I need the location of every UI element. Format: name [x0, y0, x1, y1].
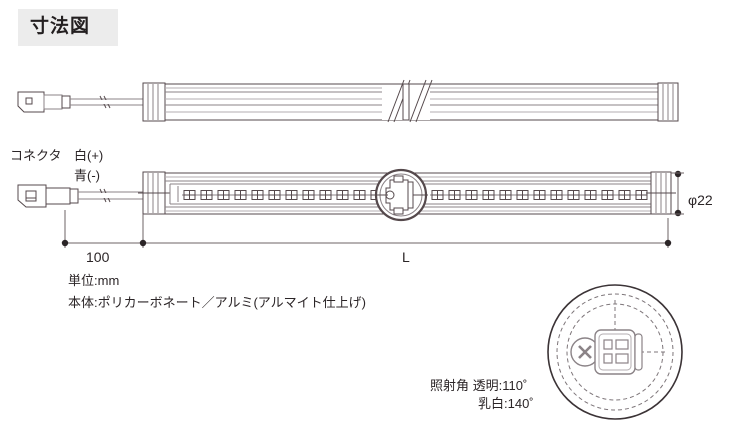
cable-break-symbol-bottom [99, 188, 111, 203]
label-wire-white: 白(+) [74, 148, 104, 163]
led-chip-row-right [430, 190, 648, 200]
connector-plug-bottom [17, 184, 79, 208]
top-view-group [17, 79, 679, 123]
cable-break-symbol-top [99, 95, 111, 109]
label-beam-angle-milky: 乳白:140˚ [478, 396, 534, 411]
led-chip [268, 190, 281, 200]
end-cap-left-top [142, 82, 166, 122]
title-band [18, 9, 118, 46]
tube-break-symbol-top [382, 79, 433, 123]
led-chip [550, 190, 563, 200]
page-title: 寸法図 [30, 16, 91, 37]
led-chip [302, 190, 315, 200]
led-chip [285, 190, 298, 200]
led-chip [448, 190, 461, 200]
end-cap-left-bottom [138, 171, 170, 215]
label-wire-blue: 青(-) [74, 168, 100, 183]
end-cap-right-top [657, 82, 679, 122]
led-chip [234, 190, 247, 200]
label-connector: コネクタ [10, 148, 62, 163]
connector-plug-top [17, 91, 71, 113]
note-material: 本体:ポリカーボネート／アルミ(アルマイト仕上げ) [68, 295, 367, 310]
led-chip [499, 190, 512, 200]
led-chip [319, 190, 332, 200]
led-chip [353, 190, 366, 200]
led-chip [465, 190, 478, 200]
led-chip [584, 190, 597, 200]
led-chip-row-left [182, 190, 383, 200]
led-chip [618, 190, 631, 200]
dimension-label-diameter: φ22 [688, 192, 713, 208]
dimension-label-100: 100 [86, 249, 110, 265]
led-chip [635, 190, 648, 200]
center-cross-section [374, 168, 428, 222]
bottom-view-group [17, 168, 676, 222]
led-chip [217, 190, 230, 200]
led-chip [431, 190, 444, 200]
led-module-detail [570, 329, 643, 375]
led-chip [183, 190, 196, 200]
dimension-lines [61, 170, 684, 248]
dimension-label-length: L [402, 249, 410, 265]
led-chip [533, 190, 546, 200]
note-unit: 単位:mm [68, 273, 120, 288]
led-chip [251, 190, 264, 200]
label-beam-angle-clear: 照射角 透明:110˚ [430, 378, 528, 393]
led-chip [567, 190, 580, 200]
led-chip [200, 190, 213, 200]
beam-angle-detail [547, 284, 683, 420]
led-chip [482, 190, 495, 200]
end-cap-right-bottom [646, 171, 676, 215]
led-chip [516, 190, 529, 200]
led-chip [336, 190, 349, 200]
led-chip [601, 190, 614, 200]
